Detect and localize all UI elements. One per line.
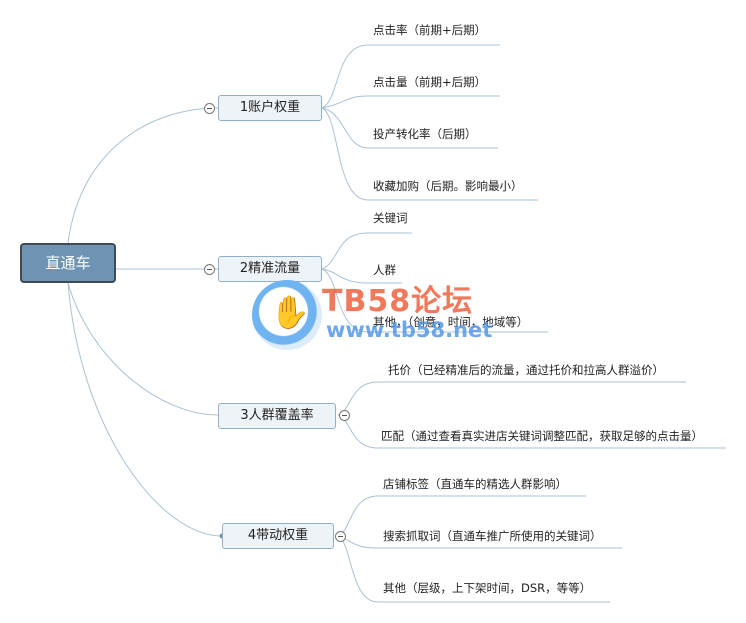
leaf-4-2[interactable]: 搜索抓取词（直通车推广所使用的关键词） <box>383 529 602 543</box>
leaf-2-3[interactable]: 其他，（创意，时间，地域等） <box>373 315 529 329</box>
watermark-hand-logo-icon: ✋ <box>252 280 322 350</box>
watermark-title: TB58论坛 <box>322 284 474 319</box>
leaf-3-2[interactable]: 匹配（通过查看真实进店关键词调整匹配，获取足够的点击量） <box>381 429 703 443</box>
edge-b3-leaf-1 <box>337 381 686 416</box>
leaf-1-2[interactable]: 点击量（前期+后期） <box>373 75 487 89</box>
leaf-2-2[interactable]: 人群 <box>373 263 396 277</box>
branch-node-4[interactable]: 4带动权重 <box>222 523 334 549</box>
leaf-2-1[interactable]: 关键词 <box>373 211 408 225</box>
edge-b1-leaf-4 <box>321 107 538 201</box>
leaf-1-4[interactable]: 收藏加购（后期。影响最小） <box>373 179 523 193</box>
leaf-4-3[interactable]: 其他（层级，上下架时间，DSR，等等） <box>383 581 592 595</box>
collapse-toggle-branch-3[interactable] <box>339 410 350 421</box>
watermark-url: www.tb58.net <box>326 318 493 342</box>
edge-b1-leaf-1 <box>321 44 500 109</box>
edge-b1-leaf-2 <box>321 95 500 109</box>
edge-b2-leaf-3 <box>321 268 548 333</box>
collapse-toggle-branch-4[interactable] <box>335 531 346 542</box>
collapse-toggle-branch-2[interactable] <box>204 264 215 275</box>
leaf-4-1[interactable]: 店铺标签（直通车的精选人群影响） <box>383 477 567 491</box>
root-node[interactable]: 直通车 <box>20 243 116 283</box>
edge-b2-leaf-2 <box>321 268 402 284</box>
branch-node-1[interactable]: 1账户权重 <box>218 95 322 121</box>
edge-b1-leaf-3 <box>321 107 498 149</box>
leaf-1-1[interactable]: 点击率（前期+后期） <box>373 23 487 37</box>
edge-root-branch-3 <box>67 282 219 416</box>
edge-root-branch-1 <box>67 107 219 244</box>
collapse-toggle-branch-1[interactable] <box>204 103 215 114</box>
leaf-1-3[interactable]: 投产转化率（后期） <box>373 127 477 141</box>
leaf-3-1[interactable]: 托价（已经精准后的流量，通过托价和拉高人群溢价） <box>388 363 664 377</box>
edge-root-branch-4 <box>67 282 223 537</box>
edge-b2-leaf-1 <box>321 232 412 270</box>
branch-node-3[interactable]: 3人群覆盖率 <box>218 403 336 429</box>
branch-node-2[interactable]: 2精准流量 <box>218 256 322 282</box>
